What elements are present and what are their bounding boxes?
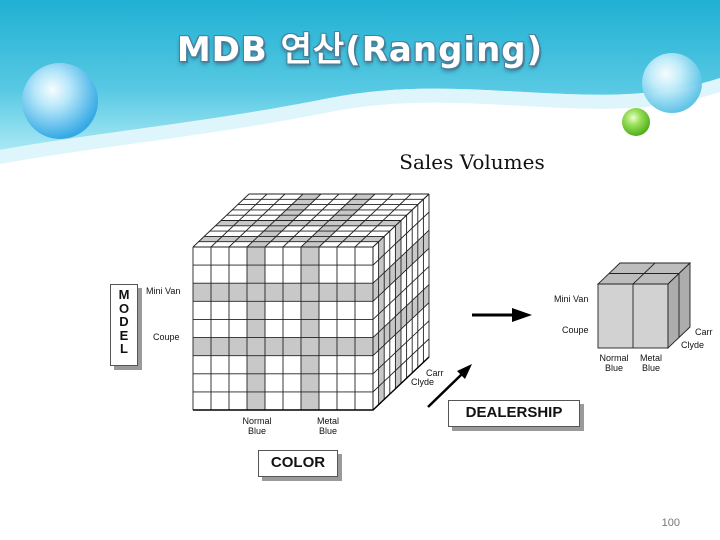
dealer-member-label: Clyde <box>411 377 434 387</box>
dealership-axis-title: DEALERSHIP <box>448 400 580 427</box>
color-member-label: Normal Blue <box>241 416 273 436</box>
subcube-dealer-label: Carr <box>695 327 713 337</box>
color-axis-title: COLOR <box>258 450 338 477</box>
sales-cube <box>193 194 429 410</box>
highlight-column <box>247 247 265 410</box>
subcube-color-label: Normal Blue <box>597 353 631 373</box>
subcube-color-label: Metal Blue <box>634 353 668 373</box>
sub-cube <box>598 263 690 348</box>
subcube-dealer-label: Clyde <box>681 340 704 350</box>
arrow-icon <box>472 308 532 322</box>
model-axis-title: M O D E L <box>110 284 138 366</box>
model-member-label: Mini Van <box>146 286 180 296</box>
model-member-label: Coupe <box>153 332 180 342</box>
subcube-model-label: Coupe <box>562 325 589 335</box>
page-number: 100 <box>640 517 680 529</box>
highlight-column <box>301 247 319 410</box>
color-member-label: Metal Blue <box>312 416 344 436</box>
highlight-right-strip <box>395 221 401 389</box>
subcube-model-label: Mini Van <box>554 294 588 304</box>
highlight-right-strip <box>379 236 385 404</box>
